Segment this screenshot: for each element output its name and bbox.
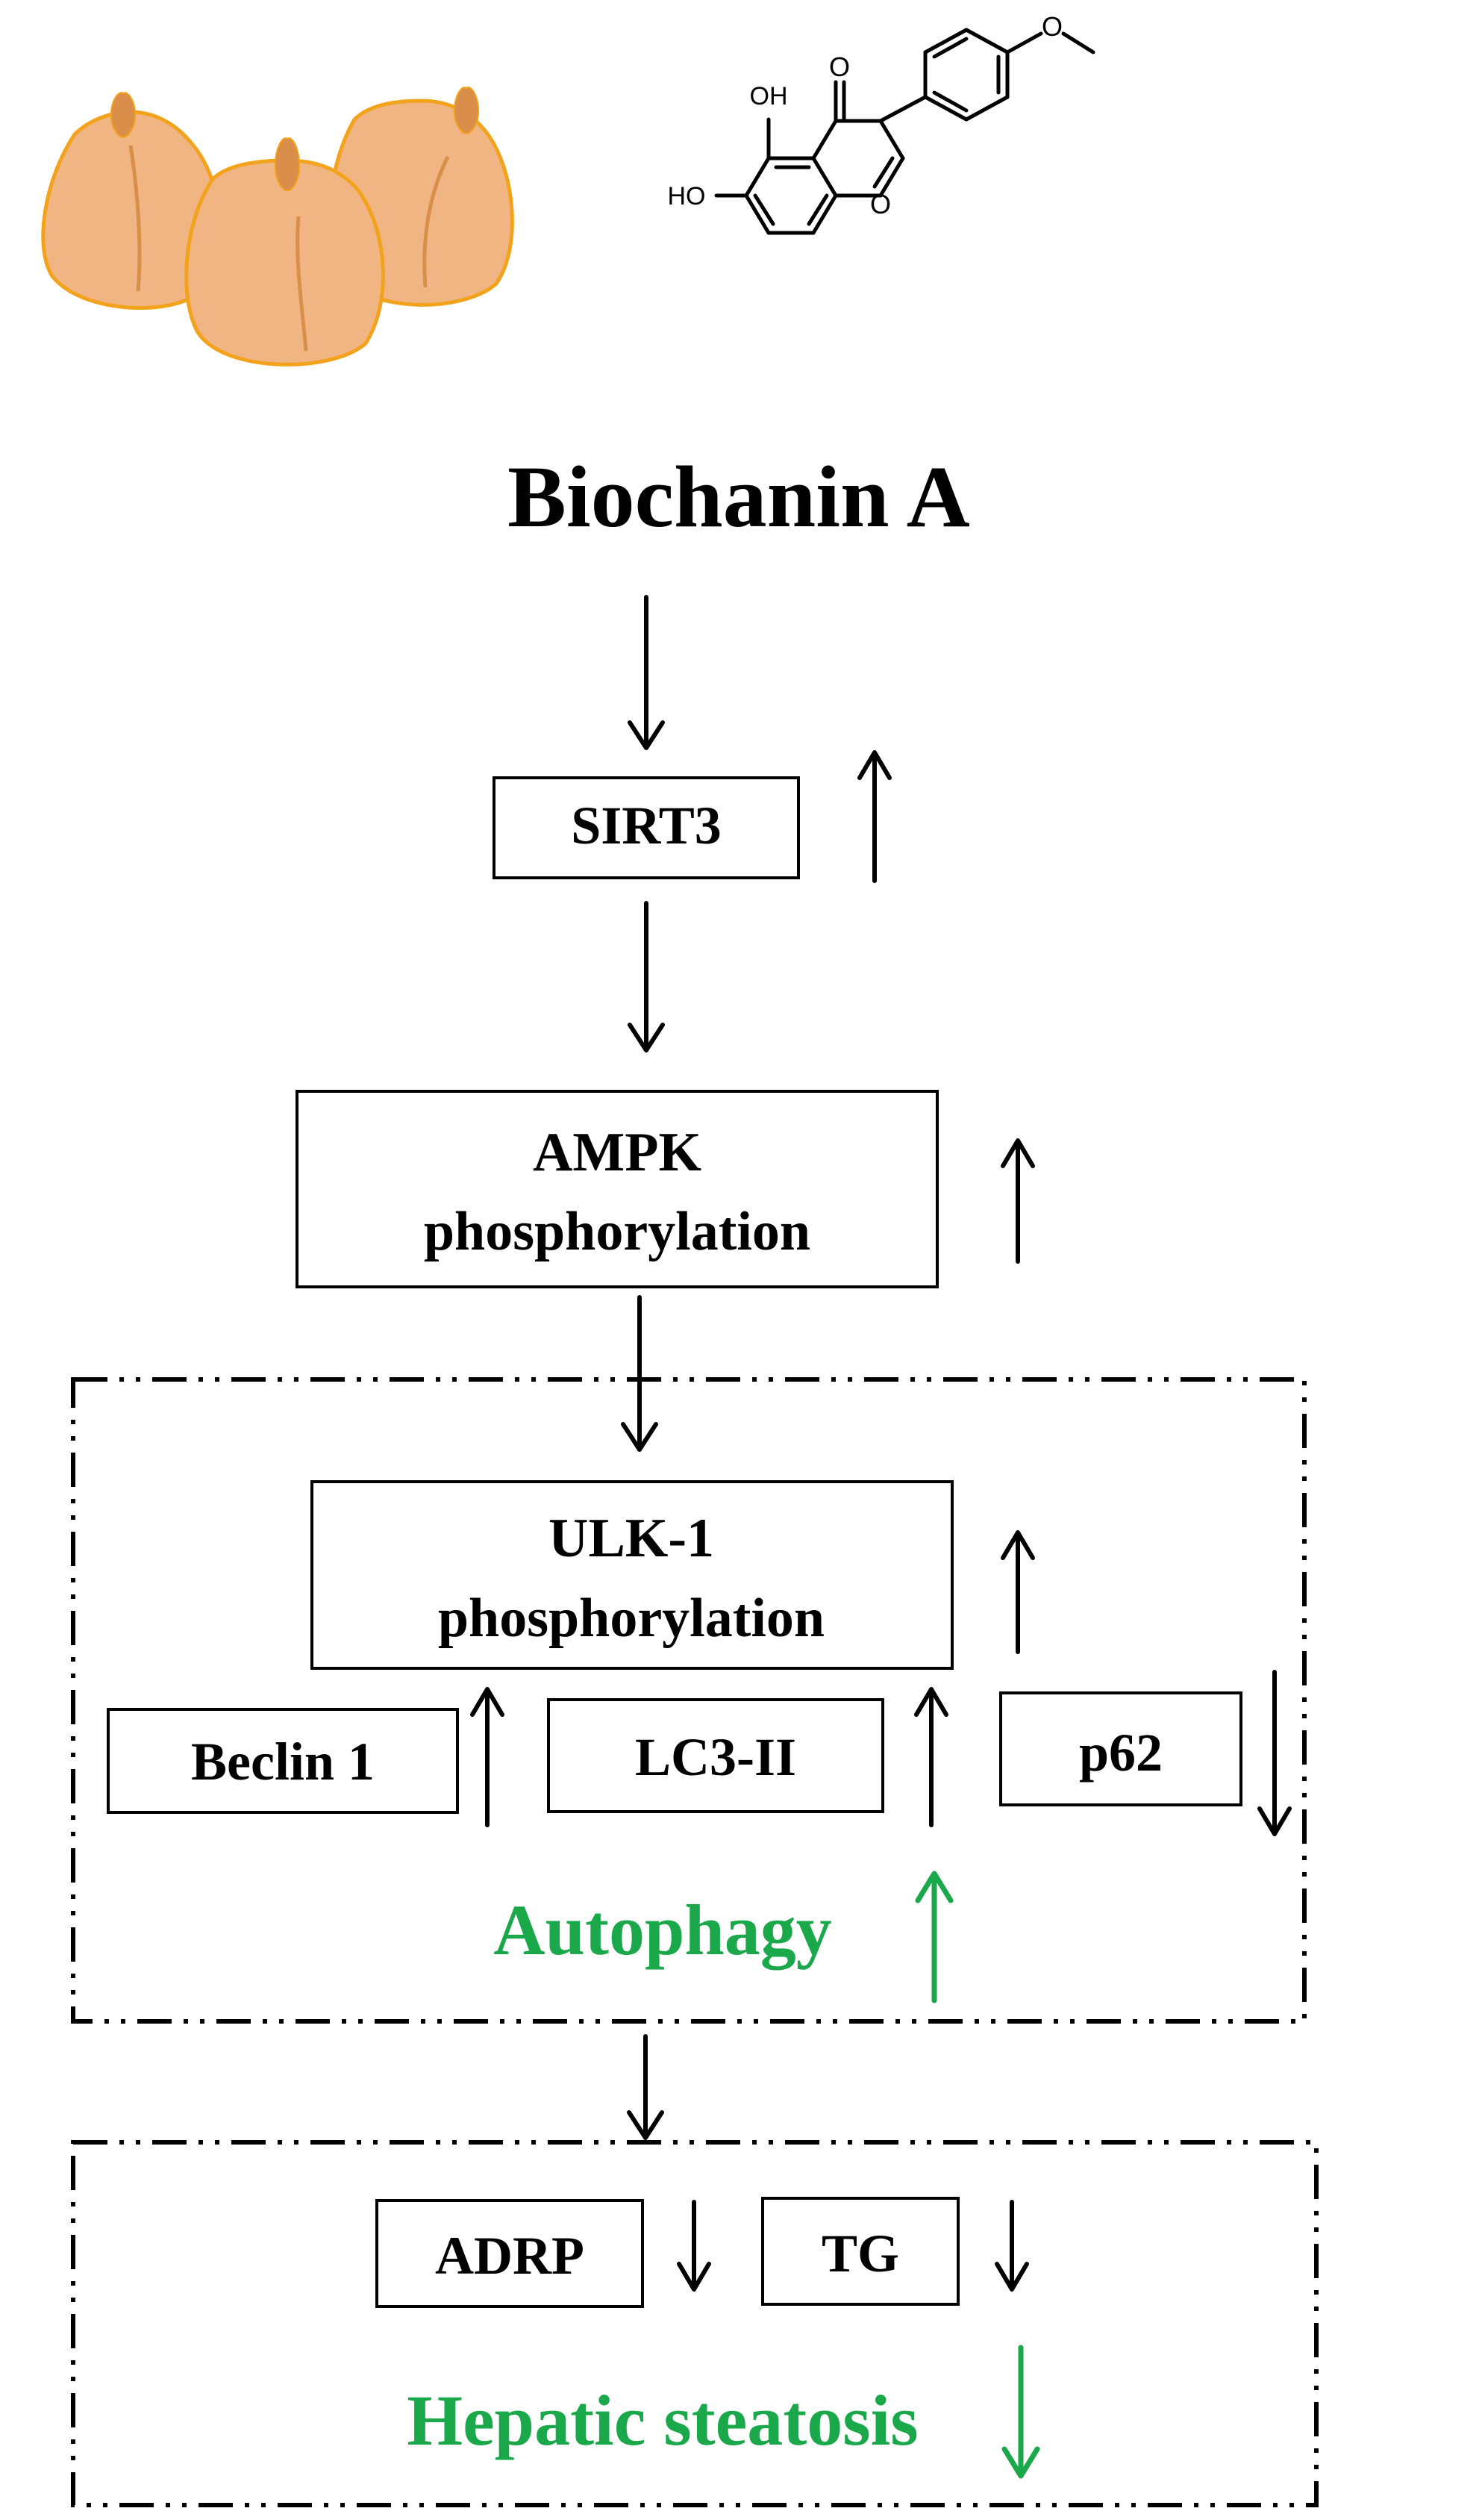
beclin1-node: Beclin 1 <box>107 1708 459 1814</box>
chemical-structure-atom-labels: OH HO O O O <box>668 11 1063 219</box>
ulk1-label-line1: ULK-1 <box>548 1508 714 1569</box>
p62-down-arrow <box>1257 1670 1292 1836</box>
atom-label-ring-o: O <box>870 189 891 219</box>
hepatic-steatosis-label: Hepatic steatosis <box>407 2380 918 2460</box>
hepatic-steatosis-down-arrow <box>1001 2345 1040 2479</box>
autophagy-up-arrow <box>915 1871 954 2003</box>
adrp-down-arrow <box>677 2200 711 2292</box>
p62-node: p62 <box>999 1691 1242 1806</box>
adrp-node: ADRP <box>375 2199 644 2308</box>
tg-node: TG <box>761 2197 960 2306</box>
ampk-label-line1: AMPK <box>533 1122 701 1183</box>
arrow-sirt3-to-ampk <box>628 901 665 1052</box>
arrow-biochanin-to-sirt3 <box>628 595 665 750</box>
atom-label-ho-left: HO <box>668 182 706 210</box>
ampk-node: AMPK phosphorylation <box>296 1090 939 1288</box>
chickpea-middle <box>184 137 385 367</box>
ampk-up-arrow <box>1001 1138 1035 1264</box>
beclin1-up-arrow <box>470 1687 504 1827</box>
lc3-label: LC3-II <box>635 1727 796 1787</box>
ulk1-node: ULK-1 phosphorylation <box>310 1480 954 1670</box>
arrow-ampk-to-ulk1 <box>621 1295 658 1452</box>
flow-arrows <box>470 595 1292 2292</box>
sirt3-node: SIRT3 <box>493 776 800 879</box>
autophagy-region-border <box>71 1377 1307 2024</box>
atom-label-oh-top: OH <box>750 82 788 110</box>
arrow-autophagy-to-hepatic <box>627 2034 664 2140</box>
tg-label: TG <box>822 2224 899 2283</box>
chickpeas-illustration <box>41 87 514 367</box>
adrp-label: ADRP <box>435 2226 584 2286</box>
tg-down-arrow <box>995 2200 1029 2292</box>
hepatic-region-border <box>71 2140 1319 2507</box>
atom-label-carbonyl-o: O <box>829 52 850 82</box>
compound-name: Biochanin A <box>507 448 970 546</box>
atom-label-methoxy-o: O <box>1042 11 1063 42</box>
ampk-label-line2: phosphorylation <box>424 1201 810 1262</box>
p62-label: p62 <box>1079 1723 1163 1783</box>
lc3-node: LC3-II <box>547 1698 884 1813</box>
ulk1-label-line2: phosphorylation <box>438 1588 825 1649</box>
sirt3-label: SIRT3 <box>571 796 722 855</box>
lc3-up-arrow <box>914 1687 948 1827</box>
chemical-structure <box>714 28 1095 235</box>
sirt3-up-arrow <box>857 750 892 883</box>
autophagy-label: Autophagy <box>493 1890 831 1970</box>
ulk1-up-arrow <box>1001 1530 1035 1654</box>
green-arrows <box>915 1871 1040 2479</box>
beclin1-label: Beclin 1 <box>191 1732 375 1791</box>
